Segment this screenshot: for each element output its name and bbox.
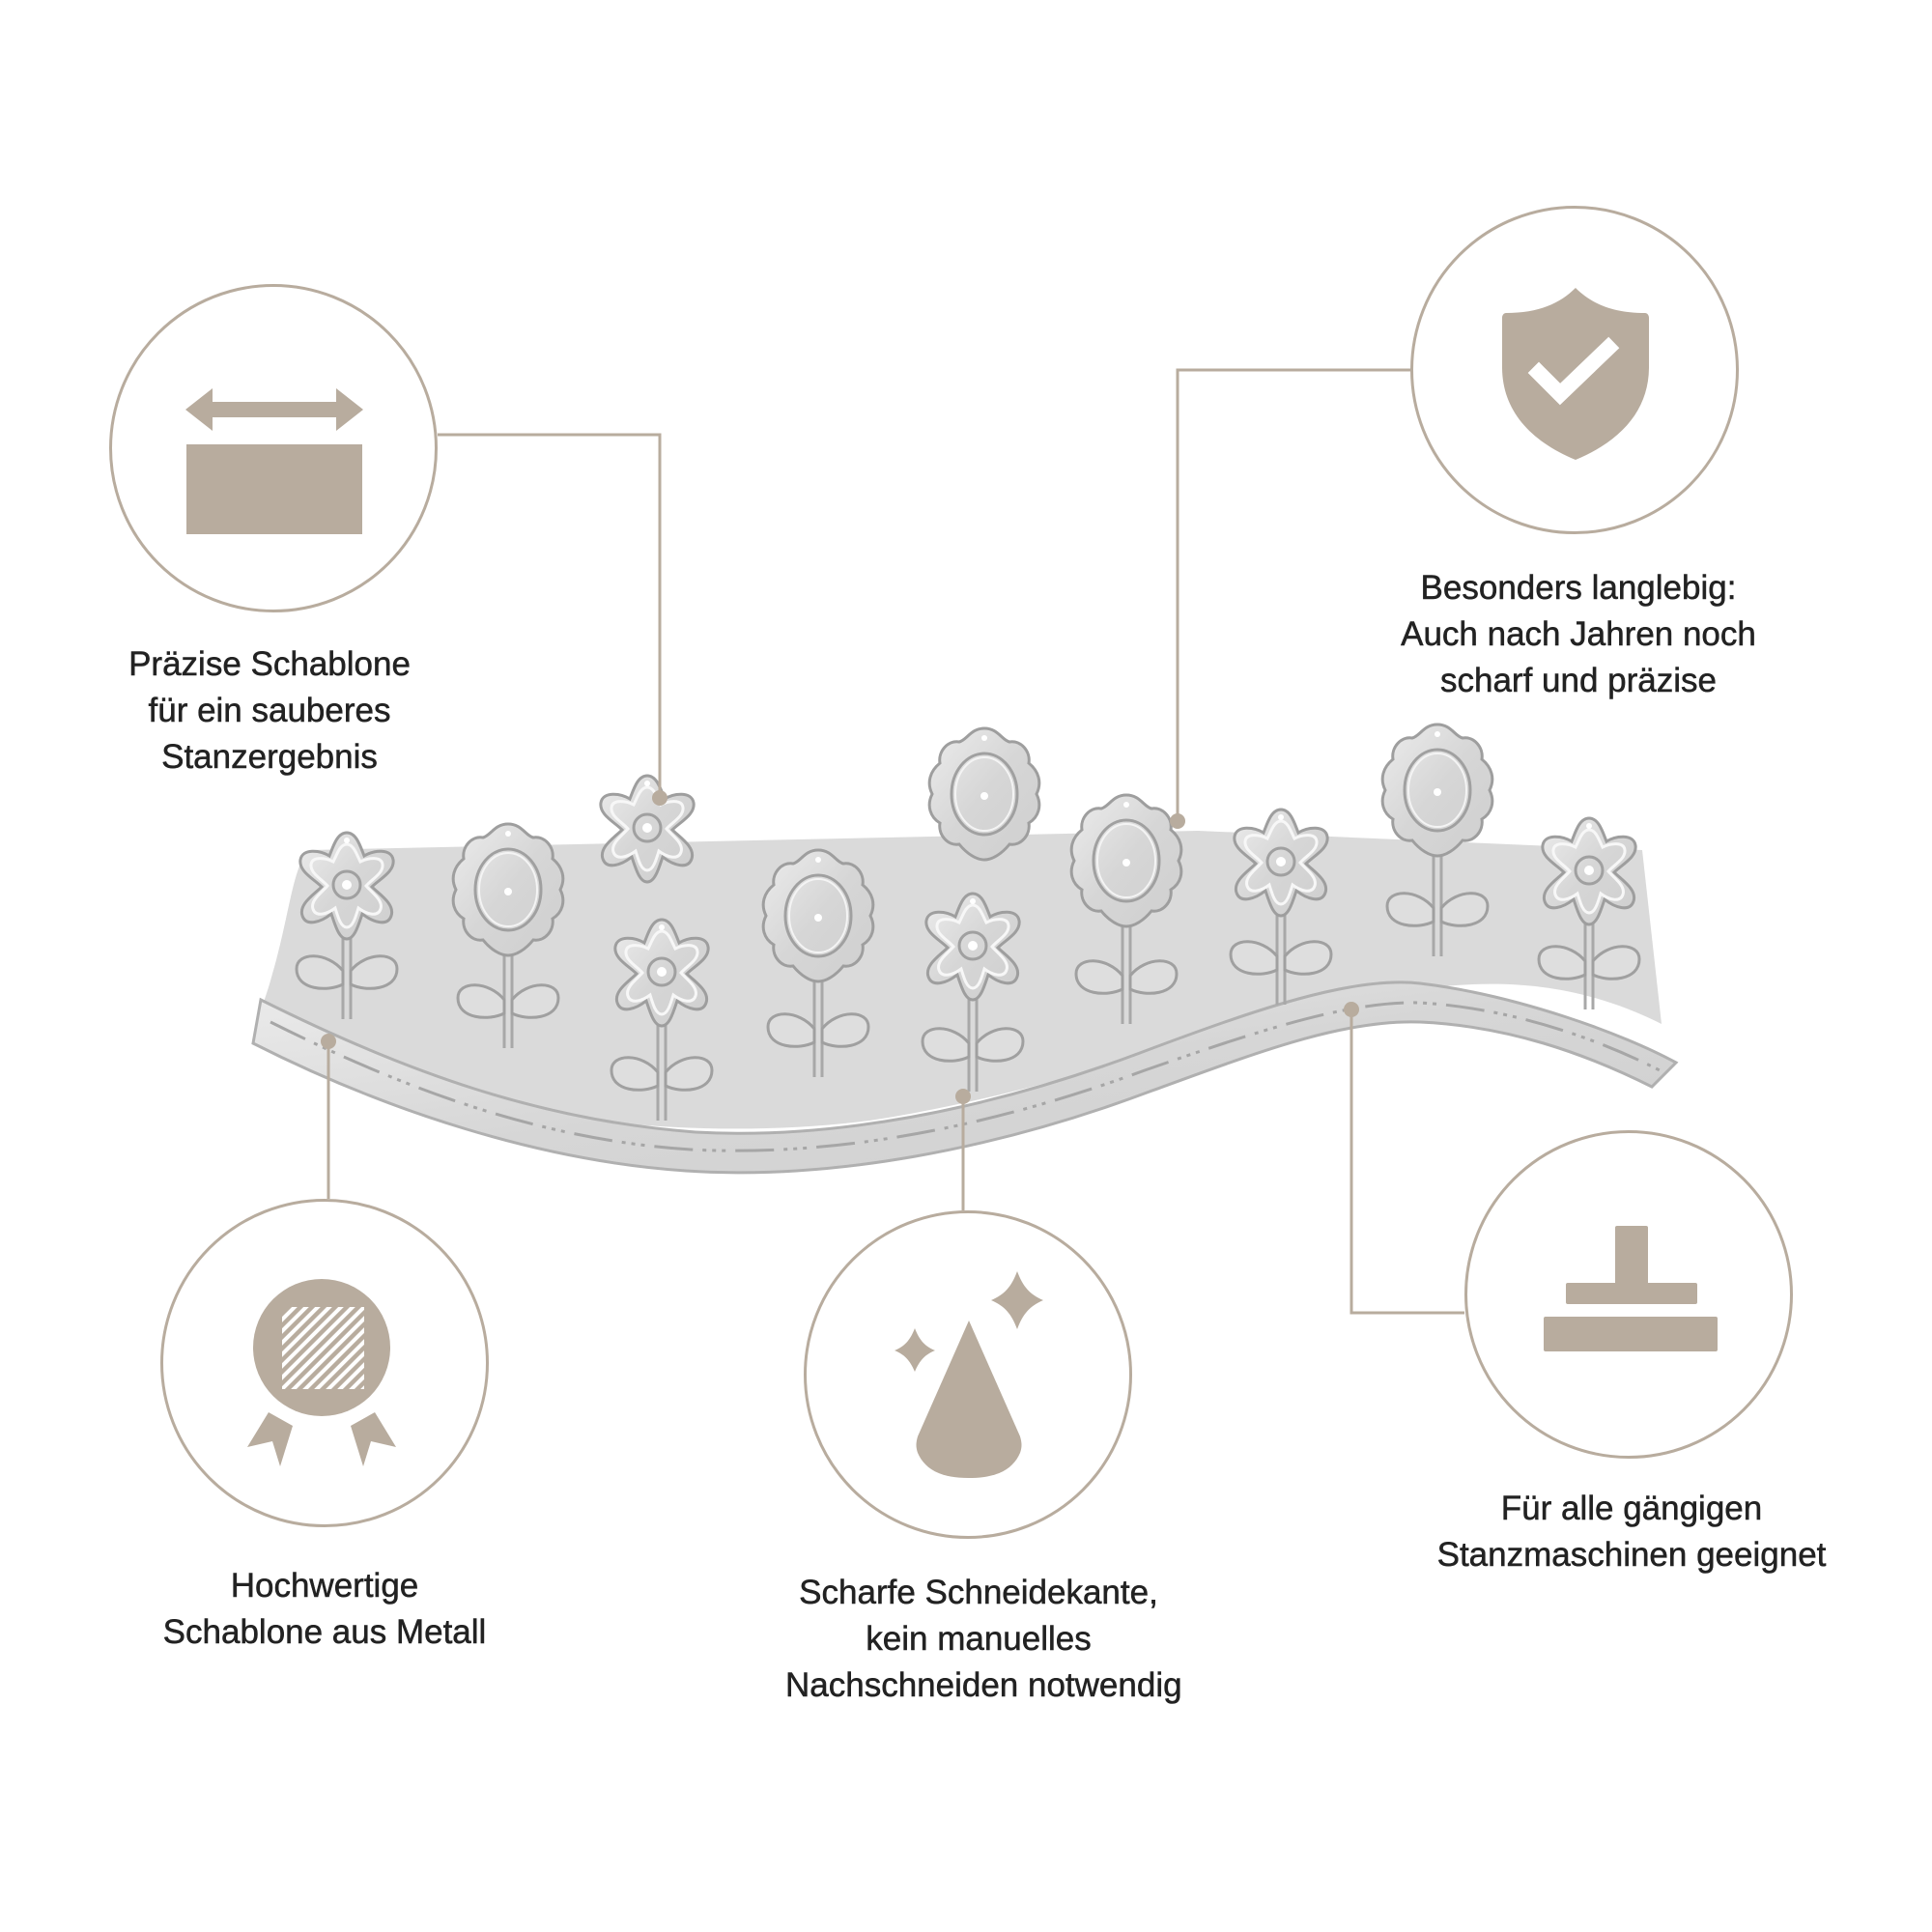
caption-line: Stanzergebnis (161, 738, 378, 777)
caption-line: Präzise Schablone (128, 645, 411, 684)
caption-durable: Besonders langlebig: Auch nach Jahren no… (1385, 565, 1772, 704)
award-medal-icon (247, 1279, 396, 1466)
caption-line: Schablone aus Metall (162, 1613, 487, 1652)
leader-lines (327, 368, 1464, 1315)
caption-sharp-edge: Scharfe Schneidekante, kein manuelles Na… (785, 1570, 1182, 1709)
caption-line: Scharfe Schneidekante, (799, 1574, 1158, 1612)
caption-line: kein manuelles (866, 1620, 1092, 1659)
shield-check-icon (1502, 288, 1649, 460)
caption-metal-quality: Hochwertige Schablone aus Metall (131, 1563, 518, 1656)
caption-line: Nachschneiden notwendig (785, 1666, 1182, 1705)
caption-line: Auch nach Jahren noch (1401, 615, 1756, 654)
caption-line: für ein sauberes (148, 692, 391, 730)
caption-line: scharf und präzise (1440, 662, 1717, 700)
press-machine-icon (1544, 1226, 1718, 1351)
sparkle-drop-icon (895, 1271, 1043, 1478)
caption-precise-stencil: Präzise Schablone für ein sauberes Stanz… (76, 641, 463, 781)
caption-line: Für alle gängigen (1500, 1490, 1763, 1528)
caption-line: Hochwertige (230, 1567, 419, 1605)
caption-line: Besonders langlebig: (1420, 569, 1737, 608)
caption-line: Stanzmaschinen geeignet (1436, 1536, 1827, 1575)
caption-machine-compatible: Für alle gängigen Stanzmaschinen geeigne… (1390, 1486, 1873, 1578)
width-arrow-icon (185, 388, 363, 534)
